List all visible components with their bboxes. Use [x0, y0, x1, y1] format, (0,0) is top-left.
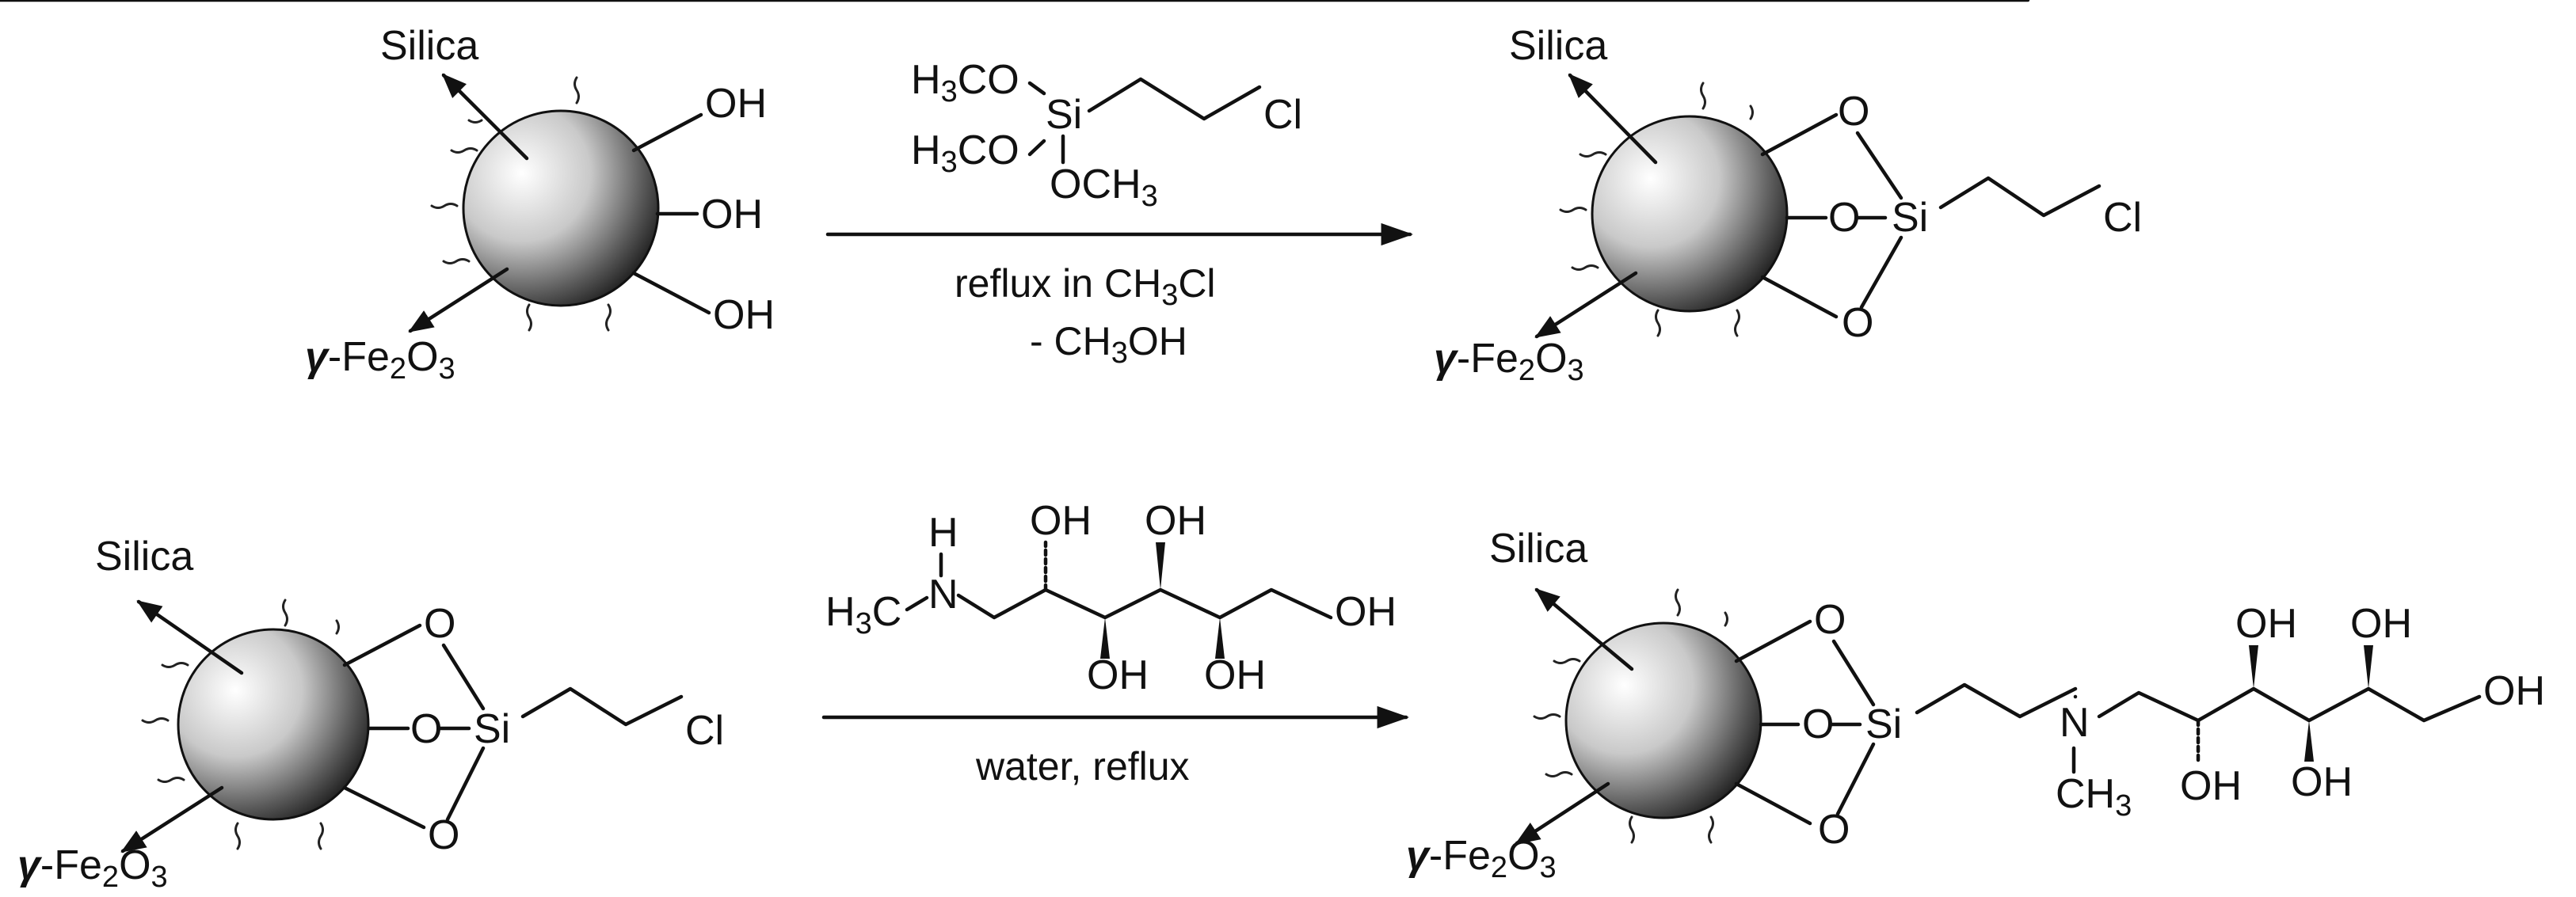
n-label: N — [928, 572, 958, 618]
silica-arrow — [1568, 73, 1658, 165]
surface-ligands — [141, 599, 340, 850]
oh-label: OH — [1145, 498, 1206, 544]
silica-arrow — [441, 73, 529, 161]
nanoparticle-sphere — [1564, 621, 1762, 819]
si-label: Si — [1865, 701, 1902, 747]
silica-label: Silica — [1509, 23, 1607, 69]
core-arrow — [1534, 271, 1638, 339]
o-atom-label: O — [1828, 195, 1860, 241]
oh-label: OH — [1335, 589, 1397, 635]
surface-ligands — [1533, 588, 1728, 844]
core-arrow — [120, 785, 224, 853]
oh-label: OH — [2235, 601, 2297, 647]
cl-label: Cl — [2103, 195, 2142, 241]
particle-chloropropyl-product: Silica γ-Fe2O3 O O O Si Cl — [1434, 23, 2142, 387]
core-arrow — [1515, 781, 1610, 846]
h-label: H — [928, 510, 958, 556]
cl-label: Cl — [685, 708, 724, 754]
reagent-h3co-label: H3CO — [911, 127, 1019, 179]
particle-start: Silica γ-Fe2O3 OH OH OH — [305, 23, 775, 386]
o-atom-label: O — [1814, 597, 1846, 643]
n-methyl-label: CH3 — [2056, 771, 2132, 823]
reagent-h3co-label: H3CO — [911, 57, 1019, 108]
gamma-fe2o3-label: γ-Fe2O3 — [305, 334, 455, 386]
silica-label: Silica — [1489, 526, 1587, 572]
particle-chloropropyl-start: Silica γ-Fe2O3 O O O Si Cl — [17, 534, 724, 894]
silica-label: Silica — [95, 534, 193, 580]
oh-label: OH — [2180, 763, 2242, 809]
n-label: N — [2060, 700, 2090, 746]
reagent-och3-label: OCH3 — [1050, 162, 1158, 213]
nanoparticle-sphere — [1591, 115, 1789, 313]
h3c-label: H3C — [825, 589, 901, 640]
si-label: Si — [474, 706, 510, 752]
silica-label: Silica — [380, 23, 478, 69]
oh-label: OH — [713, 292, 775, 338]
nanoparticle-sphere — [177, 628, 370, 821]
condition-1-line2: - CH3OH — [1030, 319, 1187, 370]
oh-label: OH — [2350, 601, 2412, 647]
surface-ligands — [1559, 82, 1754, 337]
oh-label: OH — [2483, 668, 2545, 714]
surface-ligands — [430, 76, 612, 332]
gamma-fe2o3-label: γ-Fe2O3 — [17, 842, 168, 894]
oh-label: OH — [2291, 759, 2353, 805]
oh-label: OH — [705, 81, 767, 127]
silica-arrow — [1534, 587, 1634, 671]
condition-2-line1: water, reflux — [975, 744, 1190, 789]
gamma-fe2o3-label: γ-Fe2O3 — [1434, 336, 1584, 387]
particle-glucamine-product: Silica γ-Fe2O3 O O O Si N CH3 OH OH OH O… — [0, 0, 2545, 884]
condition-1-line1: reflux in CH3Cl — [955, 261, 1216, 312]
reagent-1: H3CO H3CO Si OCH3 Cl — [911, 57, 1302, 213]
si-label: Si — [1046, 92, 1082, 138]
oh-label: OH — [1087, 652, 1149, 698]
nanoparticle-sphere — [462, 109, 660, 307]
o-atom-label: O — [1802, 701, 1834, 747]
o-atom-label: O — [1838, 89, 1869, 135]
oh-label: OH — [1204, 652, 1266, 698]
core-arrow — [408, 267, 509, 333]
oh-label: OH — [701, 192, 763, 238]
cl-label: Cl — [1263, 92, 1302, 138]
o-atom-label: O — [1842, 300, 1873, 346]
o-atom-label: O — [410, 706, 442, 752]
gamma-fe2o3-label: γ-Fe2O3 — [1406, 833, 1557, 884]
o-atom-label: O — [428, 812, 459, 858]
oh-label: OH — [1030, 498, 1092, 544]
reagent-2-glucamine: H N H3C OH OH OH OH OH — [825, 498, 1397, 698]
si-label: Si — [1892, 195, 1928, 241]
o-atom-label: O — [1818, 807, 1850, 853]
silica-arrow — [136, 599, 244, 675]
o-atom-label: O — [424, 601, 455, 647]
